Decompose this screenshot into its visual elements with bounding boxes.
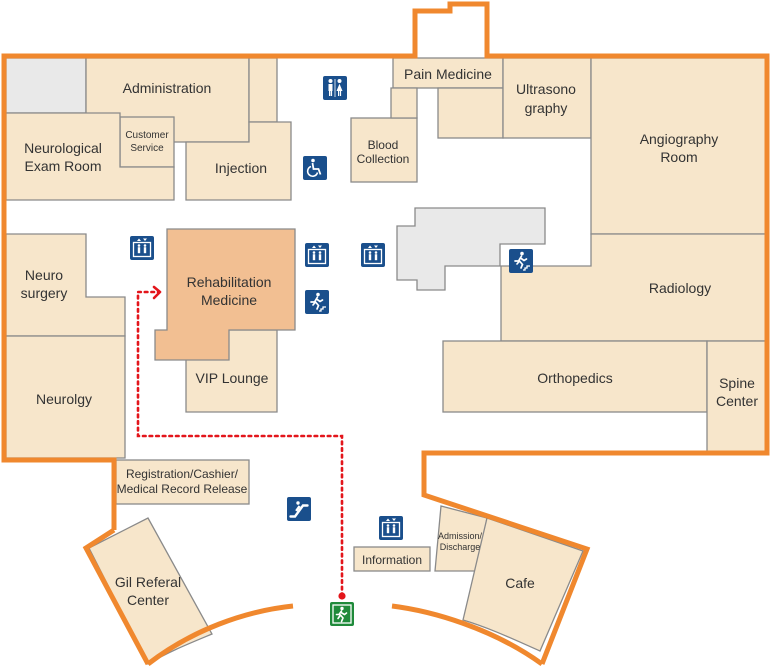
room-pain-medicine-lower [437, 87, 504, 139]
label-admission-discharge: Admission/Discharge [438, 531, 483, 552]
room-radiology[interactable] [500, 233, 768, 342]
elevator-icon[interactable] [379, 516, 403, 540]
route-path [136, 290, 344, 598]
elevator-icon[interactable] [130, 236, 154, 260]
room-registration[interactable] [115, 459, 250, 505]
room-injection[interactable] [185, 121, 292, 201]
route-start-dot [338, 592, 346, 600]
label-cafe: Cafe [505, 575, 535, 591]
restroom-icon[interactable] [323, 76, 347, 100]
room-neurology[interactable] [5, 335, 126, 459]
wheelchair-icon[interactable] [303, 156, 327, 180]
label-vip-lounge: VIP Lounge [196, 370, 269, 386]
exit-icon[interactable] [330, 602, 354, 626]
emergency-stairs-icon[interactable] [305, 290, 329, 314]
label-orthopedics: Orthopedics [537, 370, 612, 386]
room-rehabilitation-medicine[interactable] [154, 228, 296, 361]
label-injection: Injection [215, 160, 267, 176]
route-arrowhead [152, 285, 162, 300]
room-angiography[interactable] [590, 57, 768, 235]
label-information: Information [362, 553, 422, 567]
storage-room [5, 57, 87, 114]
stairwell-structure [396, 207, 546, 291]
room-customer-service[interactable] [119, 116, 175, 168]
label-registration: Registration/Cashier/Medical Record Rele… [117, 467, 248, 496]
room-unlabeled-top [248, 57, 278, 123]
rooms [5, 57, 768, 665]
label-administration: Administration [123, 80, 212, 96]
label-neurology: Neurolgy [36, 391, 92, 407]
room-pain-medicine-annex [390, 87, 418, 119]
room-ultrasonography[interactable] [502, 57, 592, 139]
room-spine-center[interactable] [706, 340, 768, 454]
room-blood-collection[interactable] [350, 117, 418, 183]
room-orthopedics[interactable] [442, 340, 708, 413]
elevator-icon[interactable] [305, 243, 329, 267]
label-pain-medicine: Pain Medicine [404, 66, 492, 82]
room-information[interactable] [353, 546, 431, 572]
label-radiology: Radiology [649, 280, 711, 296]
elevator-icon[interactable] [361, 243, 385, 267]
escalator-icon[interactable] [287, 497, 311, 521]
emergency-stairs-icon[interactable] [509, 249, 533, 273]
room-cafe[interactable] [462, 517, 584, 652]
